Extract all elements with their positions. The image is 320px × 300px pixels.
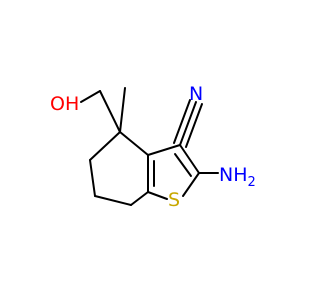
bond-c6-c7	[94, 195, 132, 206]
bond-c4-c5	[89, 131, 121, 161]
bond-nitrile-a	[179, 101, 197, 146]
sulfur-label: S	[168, 189, 180, 211]
bond-c3-c2	[179, 144, 200, 174]
bond-c3-c2-inner	[174, 153, 192, 177]
bond-c4-c3a	[119, 131, 149, 156]
bond-ch2-c4	[99, 90, 121, 133]
bond-nitrile-b	[173, 99, 191, 144]
bond-c2-s	[182, 172, 200, 197]
hydroxyl-label: OH	[50, 93, 79, 115]
bond-c3a-c3	[147, 144, 181, 156]
bond-nitrile-c	[185, 103, 203, 148]
bond-c4-methyl	[119, 87, 126, 133]
amine-subscript: 2	[248, 175, 256, 190]
bond-s-c7a	[147, 191, 168, 200]
bond-c5-c6	[89, 159, 96, 197]
nitrile-nitrogen-label: N	[189, 83, 203, 105]
amine-label: NH2	[219, 164, 256, 190]
molecule-canvas: OH N NH2 S	[50, 83, 256, 211]
structure-diagram: OH N NH2 S	[50, 83, 256, 211]
bond-o-ch2	[80, 90, 101, 103]
bond-c7-c7a	[130, 191, 149, 206]
amine-main: NH	[219, 164, 248, 186]
bond-lines	[80, 87, 219, 206]
